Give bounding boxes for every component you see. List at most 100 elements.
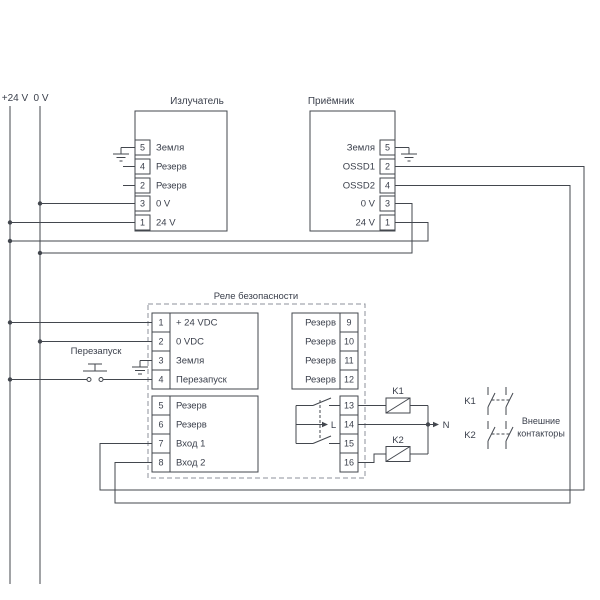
coil-k2-icon	[385, 446, 411, 462]
wire-receiver-0v	[40, 203, 413, 254]
relay-pin-num: 2	[158, 337, 163, 347]
emitter-pin-square	[134, 214, 151, 231]
receiver-pin-num: 2	[385, 162, 390, 172]
restart-button: Перезапуск	[71, 346, 123, 382]
safety-relay-outline	[147, 303, 366, 479]
relay-pin-num: 8	[158, 458, 163, 468]
emitter-pin-num: 3	[140, 199, 145, 209]
coil-k1-icon	[385, 397, 411, 414]
relay-pin-num: 12	[344, 375, 354, 385]
junction-dot	[7, 320, 13, 325]
ext-k2-label: K2	[464, 430, 476, 441]
emitter-pin-num: 4	[140, 162, 145, 172]
neutral-feed: N	[433, 420, 450, 431]
wire-16-to-k2	[358, 453, 386, 463]
relay-pin-num: 15	[344, 439, 354, 449]
safety-relay-title: Реле безопасности	[214, 291, 298, 302]
relay-pin-num: 9	[346, 318, 351, 328]
emitter-title: Излучатель	[170, 96, 224, 107]
relay-pin-num: 1	[158, 318, 163, 328]
receiver-title: Приёмник	[308, 96, 355, 107]
contactor-coils: K1 K2 N	[385, 386, 450, 462]
line-feed: L	[296, 420, 336, 431]
pushbutton-icon	[83, 363, 107, 382]
relay-pin-label: Резерв	[305, 337, 336, 348]
emitter-pin-num: 1	[140, 218, 145, 228]
receiver-pin-label: 24 V	[355, 218, 375, 229]
relay-pin-square	[339, 369, 359, 390]
receiver-pin-square	[379, 158, 396, 175]
relay-pin-num: 5	[158, 401, 163, 411]
relay-pin-num: 13	[344, 401, 354, 411]
relay-pin-label: Вход 1	[176, 439, 205, 450]
relay-pin-label: Резерв	[176, 420, 207, 431]
rail-0v-label: 0 V	[33, 93, 48, 104]
relay-pin-square	[339, 452, 359, 473]
ext-k1-label: K1	[464, 396, 476, 407]
junction-dot	[37, 250, 43, 256]
relay-pin-num: 11	[344, 356, 353, 366]
receiver-pin-label: OSSD1	[343, 162, 375, 173]
emitter-pin-label: Земля	[156, 143, 184, 154]
receiver-pin-square	[379, 214, 396, 231]
emitter-pin-num: 2	[140, 181, 145, 191]
relay-pin-label: 0 VDC	[176, 337, 204, 348]
external-contactors-caption: Внешние	[522, 416, 560, 426]
wiring	[9, 106, 585, 584]
emitter-pin-square	[134, 158, 151, 175]
emitter-pin-square	[134, 195, 151, 212]
relay-pin-num: 14	[344, 420, 354, 430]
safety-relay-block: Реле безопасности 1 2 3 4 + 24 VDC 0 VDC…	[151, 291, 359, 473]
arrow-icon	[322, 421, 328, 428]
relay-pin-label: Вход 2	[176, 458, 205, 469]
contact-icon	[487, 387, 514, 415]
rail-plus24-label: +24 V	[2, 93, 29, 104]
relay-pin-square	[151, 369, 171, 390]
ground-icon	[113, 147, 135, 162]
relay-pin-num: 3	[158, 356, 163, 366]
relay-pin-square	[151, 452, 171, 473]
receiver-pin-label: OSSD2	[343, 181, 375, 192]
emitter-pin-label: 0 V	[156, 199, 171, 210]
external-contactors: K1 K2 Внешние контакторы	[464, 387, 565, 449]
junction-dot	[425, 422, 431, 427]
external-contactors-caption: контакторы	[517, 429, 565, 439]
relay-pin-num: 16	[344, 458, 354, 468]
junction-dot	[7, 377, 13, 382]
wire-ossd2-to-input2	[114, 185, 571, 504]
emitter-block: Излучатель 5 4 2 3 1 Земля Резерв Резерв…	[113, 96, 228, 232]
relay-pin-num: 6	[158, 420, 163, 430]
junction-dot	[37, 201, 43, 206]
receiver-pin-square	[379, 195, 396, 212]
relay-pin-num: 4	[158, 375, 163, 385]
ground-icon	[395, 147, 417, 162]
ground-icon	[132, 360, 152, 375]
coil-k2-label: K2	[392, 435, 404, 446]
receiver-pin-square	[379, 177, 396, 194]
relay-pin-label: Перезапуск	[176, 375, 228, 386]
receiver-block: Приёмник 5 2 4 3 1 Земля OSSD1 OSSD2 0 V…	[308, 96, 417, 232]
emitter-pin-label: 24 V	[156, 218, 176, 229]
emitter-pin-square	[134, 177, 151, 194]
relay-pin-label: + 24 VDC	[176, 318, 218, 329]
junction-dots	[7, 201, 431, 427]
relay-pin-num: 7	[158, 439, 163, 449]
power-rails: +24 V 0 V	[2, 93, 49, 104]
emitter-pin-label: Резерв	[156, 181, 187, 192]
relay-pin-label: Земля	[176, 356, 204, 367]
emitter-pin-label: Резерв	[156, 162, 187, 173]
net-n-label: N	[443, 420, 450, 431]
wire-ossd1-to-input1	[99, 166, 585, 491]
arrow-icon	[433, 421, 439, 428]
receiver-pin-num: 4	[385, 181, 390, 191]
relay-pin-label: Резерв	[305, 356, 336, 367]
receiver-pin-label: Земля	[347, 143, 375, 154]
receiver-pin-num: 3	[385, 199, 390, 209]
emitter-pin-num: 5	[140, 143, 145, 153]
relay-pin-num: 10	[344, 337, 354, 347]
restart-label: Перезапуск	[71, 346, 123, 357]
receiver-pin-label: 0 V	[361, 199, 376, 210]
junction-dot	[7, 238, 13, 244]
net-l-label: L	[331, 420, 336, 431]
